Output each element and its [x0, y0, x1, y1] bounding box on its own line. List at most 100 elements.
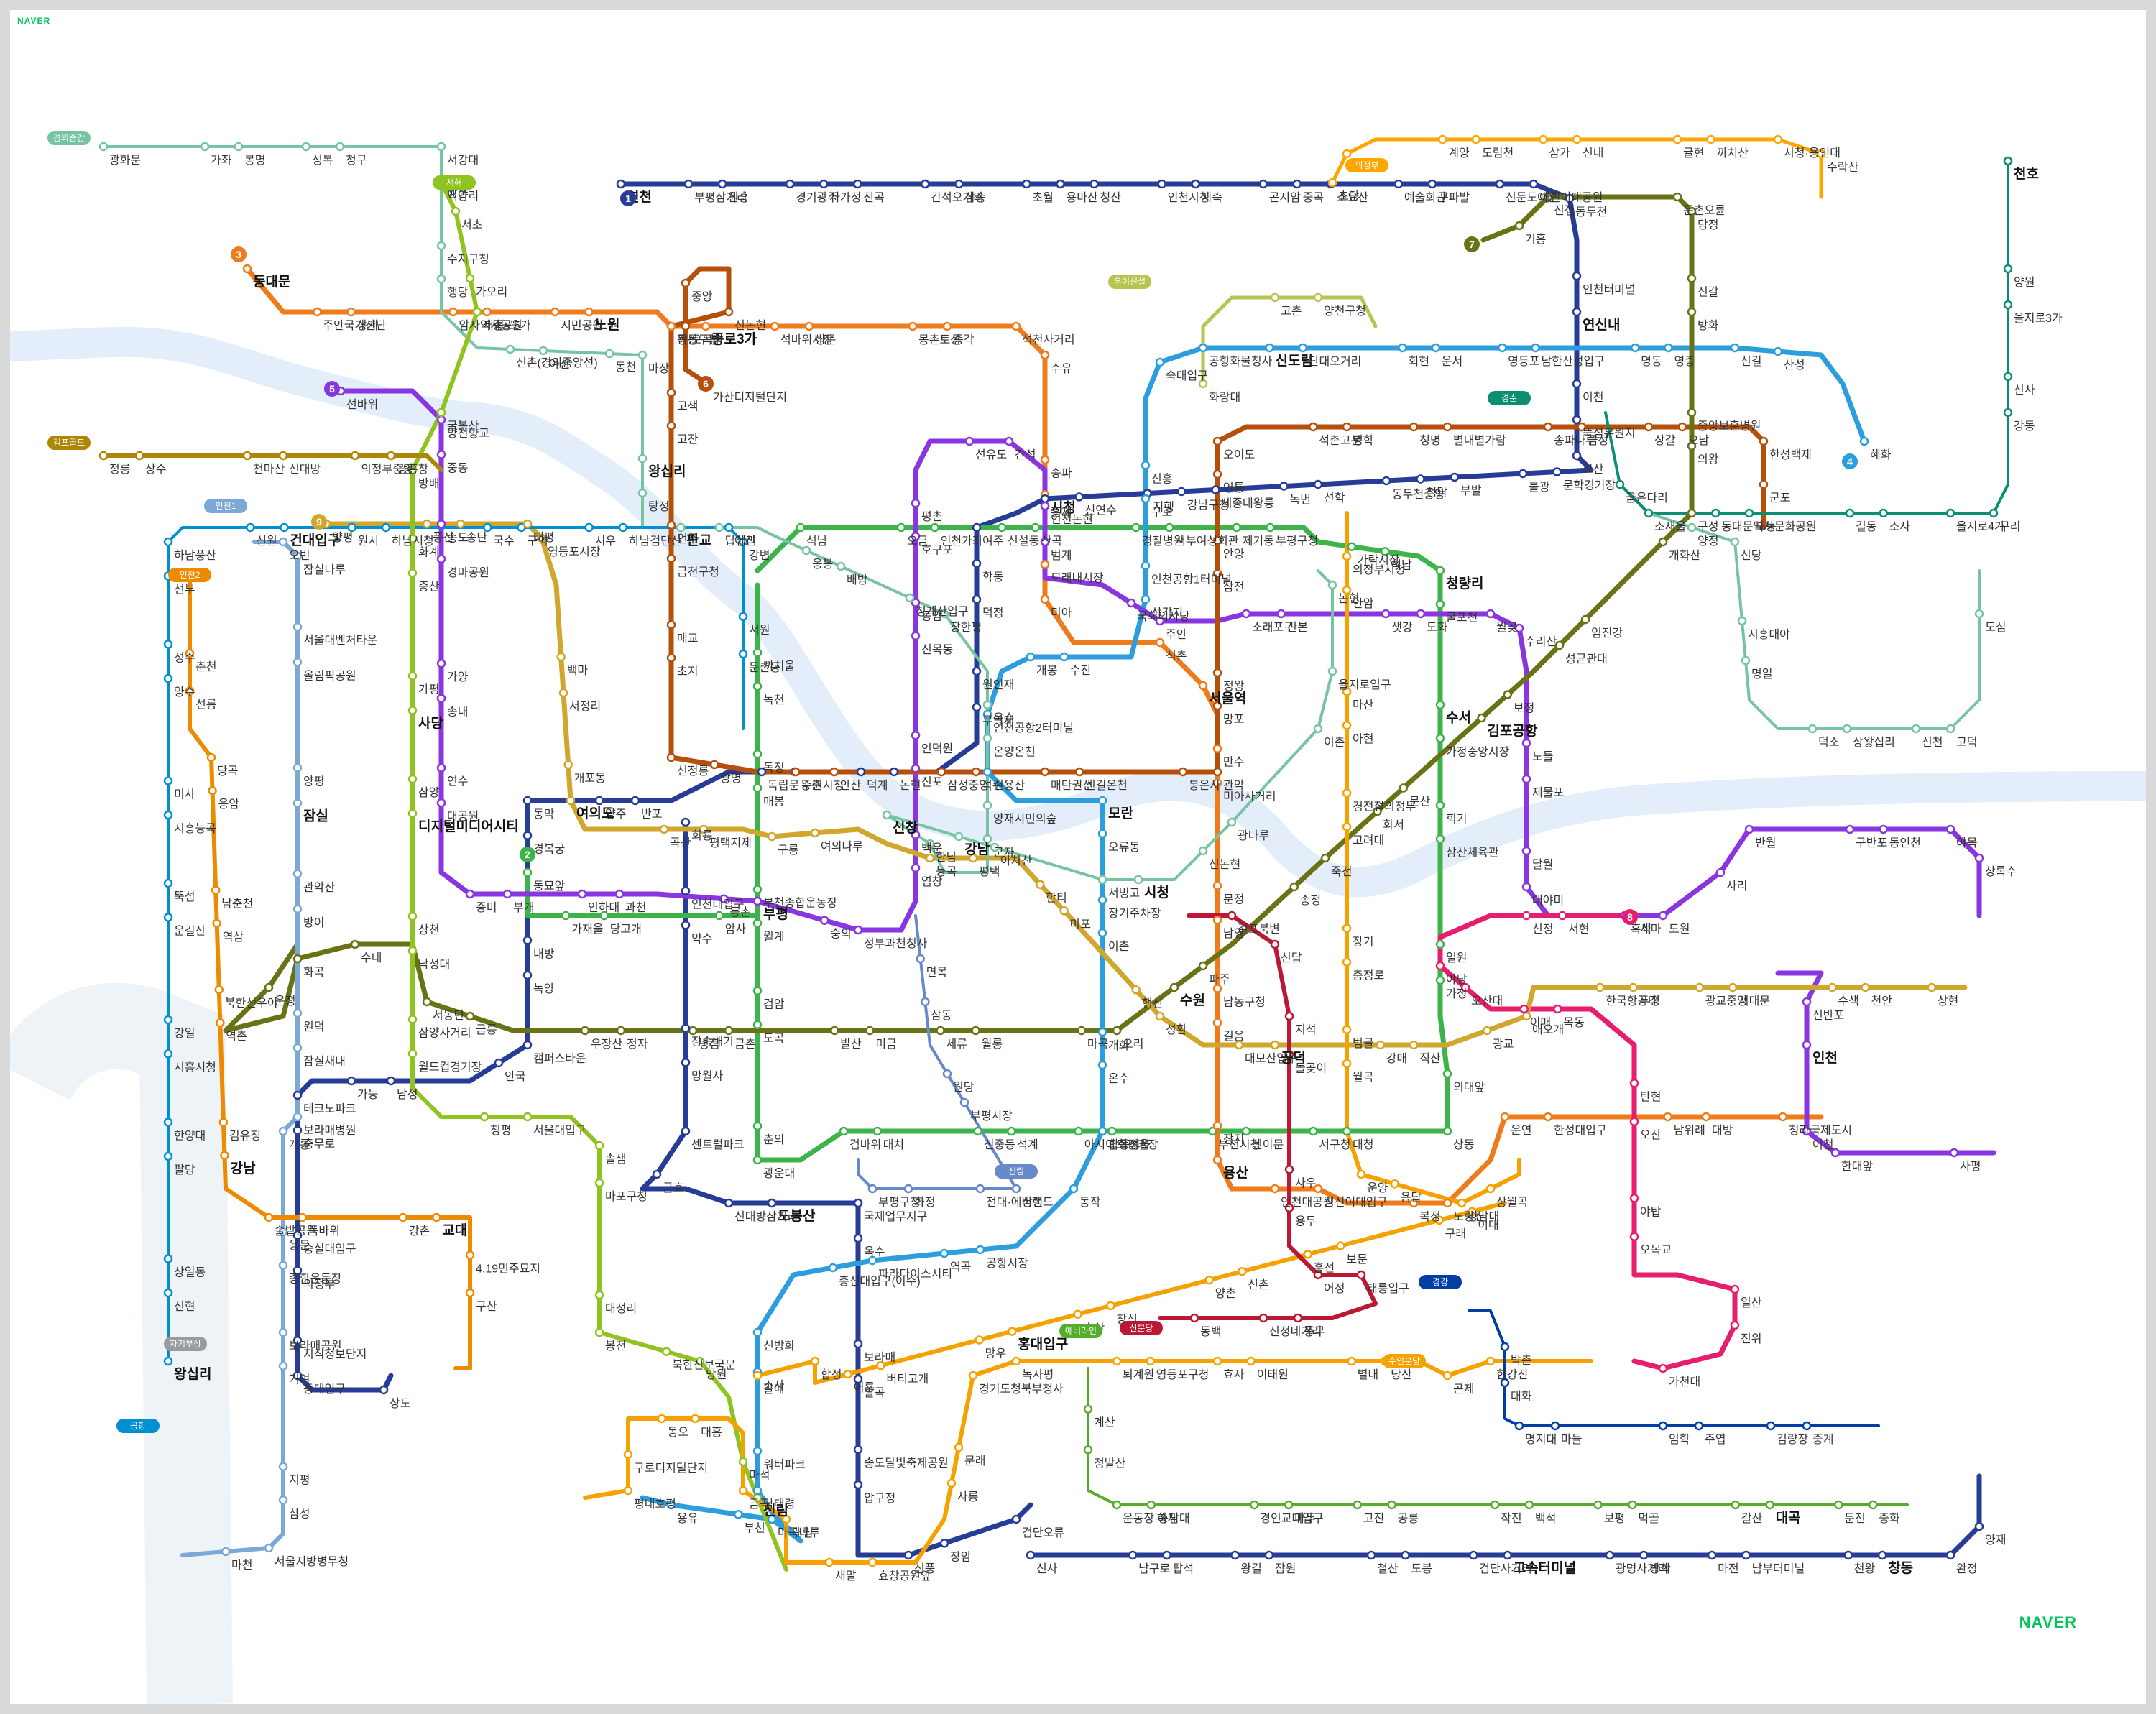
station-dot[interactable] — [752, 1446, 763, 1456]
station-dot[interactable] — [163, 1118, 173, 1127]
station-dot[interactable] — [676, 522, 686, 533]
station-dot[interactable] — [1945, 824, 1955, 834]
station-dot[interactable] — [1802, 1126, 1812, 1136]
station[interactable] — [1802, 1126, 1812, 1136]
station[interactable] — [1503, 690, 1513, 699]
station[interactable] — [699, 824, 709, 834]
station[interactable] — [1435, 566, 1445, 576]
station-dot[interactable] — [1460, 982, 1470, 992]
station[interactable] — [1040, 560, 1050, 569]
station-dot[interactable] — [1264, 1550, 1274, 1560]
station-dot[interactable] — [1773, 346, 1783, 356]
station[interactable] — [292, 869, 303, 879]
station-dot[interactable] — [301, 142, 311, 152]
station[interactable] — [163, 1151, 173, 1161]
station[interactable] — [206, 752, 216, 762]
station[interactable] — [1204, 1275, 1214, 1285]
station-dot[interactable] — [1146, 1356, 1155, 1366]
station-dot[interactable] — [407, 465, 418, 475]
station[interactable] — [1036, 880, 1045, 889]
station-dot[interactable] — [824, 1557, 834, 1567]
station[interactable] — [1059, 652, 1069, 662]
station[interactable] — [936, 1026, 945, 1036]
station[interactable] — [1212, 535, 1222, 545]
station[interactable] — [964, 436, 975, 446]
station[interactable] — [681, 1058, 691, 1067]
station[interactable] — [954, 831, 964, 842]
station-dot[interactable] — [292, 763, 303, 773]
station-dot[interactable] — [1246, 1356, 1256, 1366]
station[interactable] — [1945, 1550, 1955, 1560]
station-dot[interactable] — [791, 767, 801, 777]
station-dot[interactable] — [1347, 542, 1356, 551]
station-dot[interactable] — [982, 734, 992, 743]
station[interactable] — [550, 307, 560, 317]
station[interactable] — [1169, 982, 1179, 992]
station[interactable] — [381, 522, 391, 533]
station[interactable] — [616, 179, 626, 189]
station[interactable] — [1212, 1018, 1222, 1028]
station[interactable] — [1859, 436, 1869, 446]
station-dot[interactable] — [681, 1023, 691, 1033]
station[interactable] — [386, 451, 396, 461]
station-dot[interactable] — [1802, 997, 1812, 1007]
station-dot[interactable] — [1097, 1126, 1107, 1136]
station-dot[interactable] — [796, 522, 806, 533]
station[interactable] — [2003, 264, 2013, 274]
station-dot[interactable] — [292, 904, 303, 914]
station-dot[interactable] — [911, 764, 921, 773]
station-dot[interactable] — [752, 1020, 763, 1030]
station[interactable] — [738, 1485, 748, 1496]
station-dot[interactable] — [163, 1356, 173, 1366]
station-dot[interactable] — [666, 421, 676, 430]
station[interactable] — [1265, 343, 1274, 353]
station-dot[interactable] — [1212, 436, 1222, 446]
station[interactable] — [1270, 1184, 1280, 1194]
station[interactable] — [1427, 179, 1437, 189]
station-dot[interactable] — [1658, 911, 1668, 921]
station[interactable] — [1313, 1184, 1323, 1194]
station[interactable] — [185, 648, 195, 658]
station[interactable] — [1040, 594, 1050, 604]
station-dot[interactable] — [1155, 637, 1165, 648]
station[interactable] — [820, 916, 829, 925]
station-dot[interactable] — [264, 982, 274, 992]
station[interactable] — [666, 752, 676, 762]
station-dot[interactable] — [292, 954, 303, 964]
station[interactable] — [1212, 469, 1222, 479]
station-dot[interactable] — [1482, 1026, 1492, 1036]
station[interactable] — [1553, 1004, 1562, 1014]
station-dot[interactable] — [407, 1049, 418, 1059]
station-dot[interactable] — [1416, 474, 1425, 484]
station[interactable] — [1663, 1112, 1672, 1122]
station-dot[interactable] — [1730, 1320, 1740, 1330]
station[interactable] — [214, 985, 224, 995]
station-dot[interactable] — [1438, 134, 1447, 144]
station-dot[interactable] — [1040, 594, 1050, 604]
station-dot[interactable] — [701, 321, 711, 331]
station[interactable] — [1744, 824, 1754, 834]
station[interactable] — [767, 1198, 777, 1208]
station[interactable] — [1664, 343, 1673, 353]
station[interactable] — [709, 760, 719, 770]
station[interactable] — [839, 1126, 849, 1136]
station[interactable] — [2003, 300, 2013, 310]
station-dot[interactable] — [1011, 1356, 1021, 1366]
station-dot[interactable] — [968, 1370, 978, 1381]
station-dot[interactable] — [1276, 609, 1286, 619]
station[interactable] — [1485, 609, 1496, 619]
station-dot[interactable] — [1011, 321, 1021, 331]
station[interactable] — [1097, 829, 1107, 839]
station-dot[interactable] — [637, 453, 648, 464]
station[interactable] — [1008, 1327, 1017, 1336]
station[interactable] — [1106, 1301, 1115, 1311]
station[interactable] — [1040, 494, 1050, 504]
station[interactable] — [1500, 1378, 1510, 1388]
station-dot[interactable] — [163, 640, 173, 649]
station-dot[interactable] — [942, 1069, 952, 1079]
station-dot[interactable] — [1342, 551, 1352, 561]
station-dot[interactable] — [1911, 724, 1921, 734]
station[interactable] — [1658, 1363, 1668, 1373]
station-dot[interactable] — [717, 179, 727, 189]
station-dot[interactable] — [1409, 1040, 1419, 1050]
